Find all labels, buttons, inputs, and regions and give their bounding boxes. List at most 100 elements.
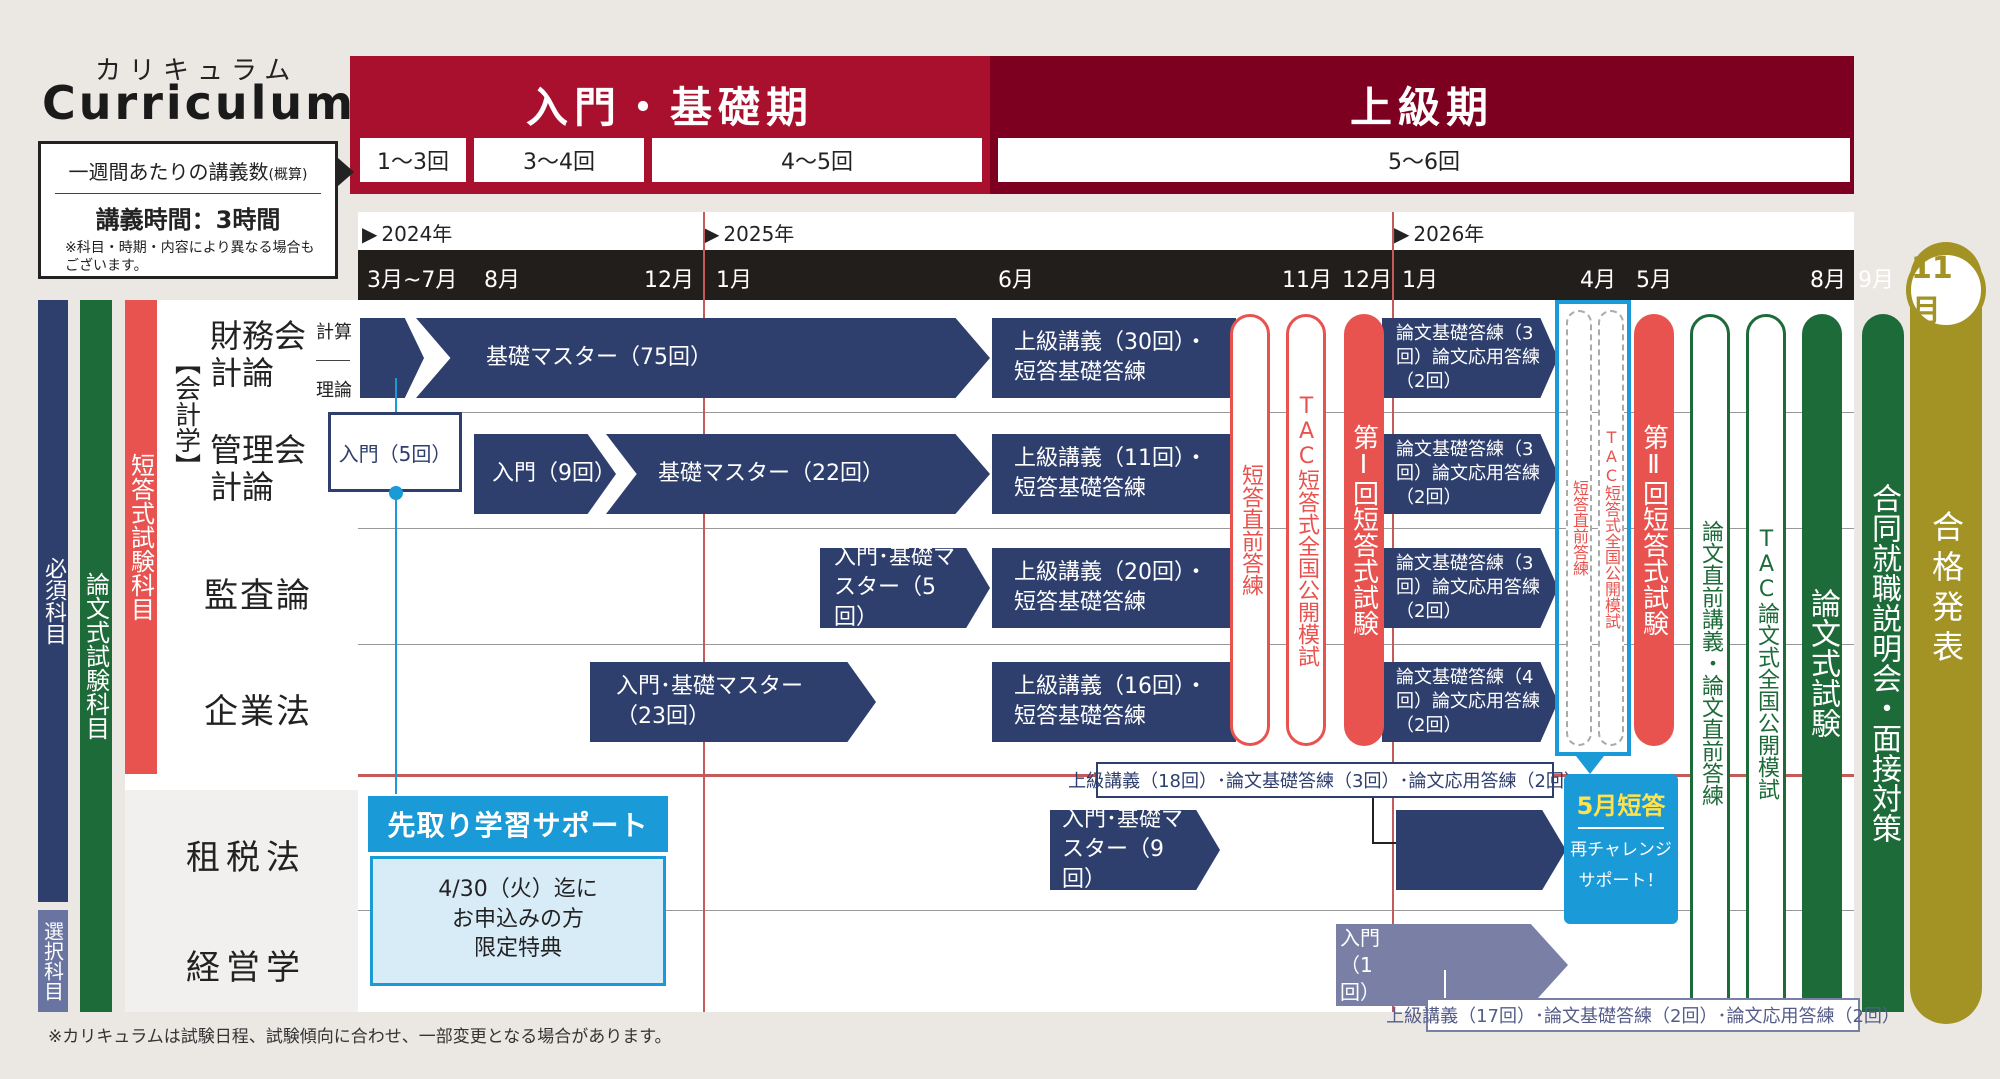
subject-calc: 計算	[316, 322, 352, 343]
month-m6: 11月	[1282, 268, 1332, 293]
financial-basic-master-bar: 基礎マスター（75回）	[416, 318, 990, 398]
short-exam-1-pill: 第Ⅰ回短答式試験	[1344, 314, 1384, 746]
subject-business: 経営学	[186, 948, 306, 988]
tax-advanced-label-box: 上級講義（18回）･論文基礎答練（3回）･論文応用答練（2回）	[1068, 762, 1582, 798]
count-box-2: 3～4回	[474, 138, 644, 182]
business-advanced-bar	[1382, 924, 1568, 1006]
row-sep-3	[168, 644, 1854, 645]
management-basic-master-bar: 基礎マスター（22回）	[606, 434, 990, 514]
may-support-box: 5月短答 再チャレンジ サポート！	[1564, 774, 1678, 924]
may-support-frame	[1555, 300, 1631, 756]
subject-management: 管理会計論	[210, 431, 307, 506]
year-2024: ▶2024年	[362, 222, 453, 246]
tac-short-mock-2-pill: TAC短答式全国公開模試	[1598, 310, 1624, 746]
count-box-1: 1～3回	[360, 138, 466, 182]
curriculum-title: Curriculum	[42, 76, 357, 130]
weekly-info-box: 一週間あたりの講義数(概算) 講義時間：3時間 ※科目・時期・内容により異なる場…	[38, 141, 338, 279]
row-sep-5	[125, 910, 1854, 911]
row-sep-2	[168, 528, 1854, 529]
subject-audit: 監査論	[204, 576, 312, 616]
month-m5: 6月	[998, 268, 1034, 293]
business-connector	[1444, 970, 1446, 1000]
audit-advanced-bar: 上級講義（20回）・短答基礎答練	[992, 548, 1236, 628]
month-m11: 8月	[1810, 268, 1846, 293]
short-exam-subjects-label: 短答式試験科目	[125, 300, 157, 774]
lecture-time: 講義時間：3時間	[95, 206, 281, 234]
vline-2025	[703, 212, 705, 1012]
month-m3: 12月	[644, 268, 694, 293]
intro-dot-icon	[389, 486, 403, 500]
tac-short-mock-pill: TAC短答式全国公開模試	[1286, 314, 1326, 746]
subject-corporate: 企業法	[204, 692, 312, 732]
month-m12: 9月	[1858, 268, 1894, 293]
result-label: 合格発表	[1927, 510, 1965, 670]
result-month-badge: 11月	[1906, 250, 1986, 330]
tax-basic-bar: 入門･基礎マスター（9回）	[1050, 810, 1220, 890]
month-band	[358, 250, 1854, 300]
calc-theory-divider	[316, 360, 350, 361]
short-essay-divider	[125, 774, 1854, 777]
subject-financial: 財務会計論	[210, 317, 307, 392]
weekly-divider	[55, 193, 321, 194]
corporate-basic-bar: 入門･基礎マスター（23回）	[590, 662, 876, 742]
early-support-title: 先取り学習サポート	[368, 796, 668, 852]
label-bg-tax	[125, 790, 358, 910]
tac-essay-mock-pill: TAC論文式全国公開模試	[1746, 314, 1786, 1012]
weekly-label-row: 一週間あたりの講義数(概算)	[41, 156, 335, 185]
essay-drill-management: 論文基礎答練（3回）論文応用答練（2回）	[1382, 434, 1558, 514]
essay-exam-subjects-label: 論文式試験科目	[80, 300, 112, 1012]
weekly-pointer-icon	[338, 158, 354, 186]
job-fair-pill: 合同就職説明会・面接対策	[1862, 314, 1904, 1012]
result-column	[1910, 242, 1982, 1024]
lecture-note: ※科目・時期・内容により異なる場合もございます。	[65, 240, 315, 275]
may-support-divider	[1578, 827, 1664, 829]
month-m7: 12月	[1342, 268, 1392, 293]
month-m9: 4月	[1580, 268, 1616, 293]
early-support-line3: 限定特典	[473, 936, 562, 962]
elective-label: 選択科目	[38, 910, 68, 1012]
curriculum-kana: カリキュラム	[95, 56, 299, 86]
essay-drill-corporate: 論文基礎答練（4回）論文応用答練（2回）	[1382, 662, 1558, 742]
weekly-label: 一週間あたりの講義数	[68, 160, 269, 184]
financial-intro-box: 入門（5回）	[328, 412, 462, 492]
month-m8: 1月	[1402, 268, 1438, 293]
early-support-line1: 4/30（火）迄に	[438, 877, 598, 902]
essay-exam-pill: 論文式試験	[1802, 314, 1842, 1012]
intro-connector	[395, 378, 397, 794]
year-2025: ▶2025年	[704, 222, 795, 246]
tax-advanced-bar	[1396, 810, 1566, 890]
count-box-3: 4～5回	[652, 138, 982, 182]
year-band	[358, 212, 1854, 250]
month-m1: 3月~7月	[367, 268, 458, 293]
essay-prep-pill: 論文直前講義・論文直前答練	[1690, 314, 1730, 1012]
tax-connector-h	[1372, 842, 1396, 844]
may-support-line1: 再チャレンジ	[1570, 840, 1672, 860]
short-drill-pill: 短答直前答練	[1230, 314, 1270, 746]
month-m2: 8月	[484, 268, 520, 293]
may-support-pointer-icon	[1576, 756, 1604, 774]
month-m4: 1月	[716, 268, 752, 293]
financial-advanced-bar: 上級講義（30回）・短答基礎答練	[992, 318, 1236, 398]
label-bg-business	[125, 910, 358, 1012]
may-support-title: 5月短答	[1576, 792, 1666, 820]
required-label: 必須科目	[38, 300, 68, 902]
business-intro-bar: 入門（1回）	[1336, 924, 1382, 1006]
essay-drill-audit: 論文基礎答練（3回）論文応用答練（2回）	[1382, 548, 1558, 628]
subject-theory: 理論	[316, 380, 352, 401]
short-drill-2-pill: 短答直前答練	[1566, 310, 1592, 746]
advanced-phase-title: 上級期	[1349, 83, 1494, 132]
management-intro-bar: 入門（9回）	[474, 434, 616, 514]
business-advanced-label-box: 上級講義（17回）･論文基礎答練（2回）･論文応用答練（2回）	[1386, 998, 1900, 1032]
may-support-line2: サポート！	[1578, 871, 1664, 891]
early-support-line2: お申込みの方	[451, 906, 584, 932]
year-2026: ▶2026年	[1394, 222, 1485, 246]
count-box-4: 5～6回	[998, 138, 1850, 182]
month-m10: 5月	[1636, 268, 1672, 293]
subject-tax: 租税法	[186, 838, 306, 878]
footnote: ※カリキュラムは試験日程、試験傾向に合わせ、一部変更となる場合があります。	[48, 1027, 672, 1047]
weekly-note: (概算)	[268, 167, 308, 183]
essay-drill-financial: 論文基礎答練（3回）論文応用答練（2回）	[1382, 318, 1558, 398]
short-exam-2-pill: 第Ⅱ回短答式試験	[1634, 314, 1674, 746]
basic-phase-title: 入門・基礎期	[525, 83, 814, 132]
row-sep-1	[168, 412, 1854, 413]
